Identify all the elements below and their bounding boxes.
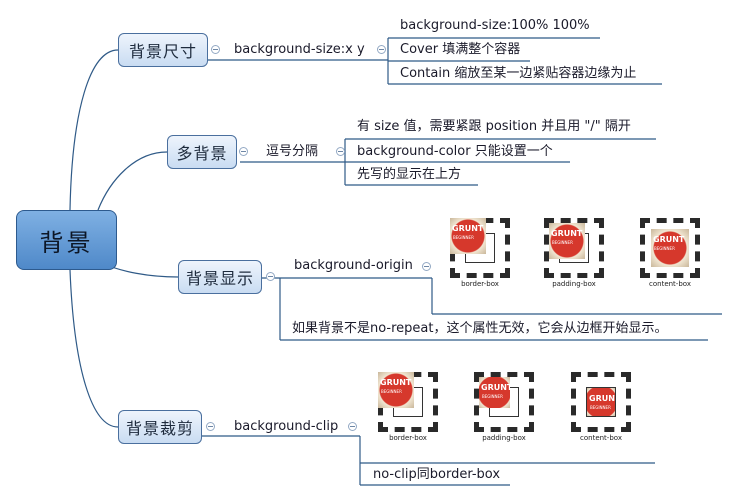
grunt-image: GRUNT BEGINNER [378,372,414,408]
display-child-label: background-origin [294,258,413,273]
node-clip-label: 背景裁剪 [125,419,194,438]
clip-figure-padding-box: GRUNT BEGINNER padding-box [468,370,540,448]
figure-caption: padding-box [482,434,526,442]
figure-caption: content-box [580,434,622,442]
size-item-1: background-size:100% 100% [400,18,590,33]
node-display-label: 背景显示 [185,269,254,288]
figure-caption: padding-box [552,280,596,288]
size-item-2: Cover 填满整个容器 [400,42,521,57]
root-label: 背景 [39,228,94,257]
figure-caption: content-box [649,280,691,288]
multi-child-label: 逗号分隔 [266,144,319,159]
origin-figure-padding-box: GRUNT BEGINNER padding-box [538,216,610,294]
grunt-image: GRUNT BEGINNER [479,377,510,408]
collapse-toggle-display-child-icon[interactable] [422,262,431,271]
collapse-toggle-clip-icon[interactable] [206,422,215,431]
size-item-3: Contain 缩放至某一边紧贴容器边缘为止 [400,66,637,81]
node-multi-label: 多背景 [176,144,228,163]
node-size-label: 背景尺寸 [128,42,197,61]
multi-item-3: 先写的显示在上方 [357,167,462,182]
grunt-image: GRUNT BEGINNER [450,218,486,254]
collapse-toggle-size-child-icon[interactable] [377,45,386,54]
root-node[interactable]: 背景 [16,210,117,270]
node-clip[interactable]: 背景裁剪 [118,410,202,444]
multi-item-2: background-color 只能设置一个 [357,144,553,159]
multi-item-1: 有 size 值，需要紧跟 position 并且用 "/" 隔开 [357,119,631,134]
origin-figure-border-box: GRUNT BEGINNER border-box [444,216,516,294]
edge-root-clip [69,269,119,428]
collapse-toggle-multi-icon[interactable] [239,147,248,156]
figure-caption: border-box [389,434,427,442]
clip-figure-border-box: GRUNT BEGINNER border-box [372,370,444,448]
edge-root-multi [97,151,168,211]
origin-figures: GRUNT BEGINNER border-box GRUNT BEGINNER… [442,216,722,312]
clip-figure-content-box: GRUNT BEGINNER content-box [565,370,637,448]
collapse-toggle-clip-child-icon[interactable] [348,422,357,431]
edge-root-size [69,49,119,211]
node-multi[interactable]: 多背景 [167,135,237,169]
figure-caption: border-box [461,280,499,288]
grunt-image: GRUNT BEGINNER [549,223,585,259]
collapse-toggle-multi-child-icon[interactable] [336,147,345,156]
collapse-toggle-display-icon[interactable] [266,272,275,281]
node-display[interactable]: 背景显示 [178,260,262,294]
grunt-image: GRUNT BEGINNER [651,229,689,267]
clip-figures: GRUNT BEGINNER border-box GRUNT BEGINNER… [370,370,652,460]
size-child-label: background-size:x y [234,42,365,57]
origin-figure-content-box: GRUNT BEGINNER content-box [634,216,706,294]
node-size[interactable]: 背景尺寸 [118,33,208,67]
collapse-toggle-size-icon[interactable] [211,45,220,54]
clip-note: no-clip同border-box [373,467,501,482]
clip-child-label: background-clip [234,419,339,434]
display-note: 如果背景不是no-repeat，这个属性无效，它会从边框开始显示。 [292,321,668,336]
grunt-image: GRUNT BEGINNER [587,388,615,416]
